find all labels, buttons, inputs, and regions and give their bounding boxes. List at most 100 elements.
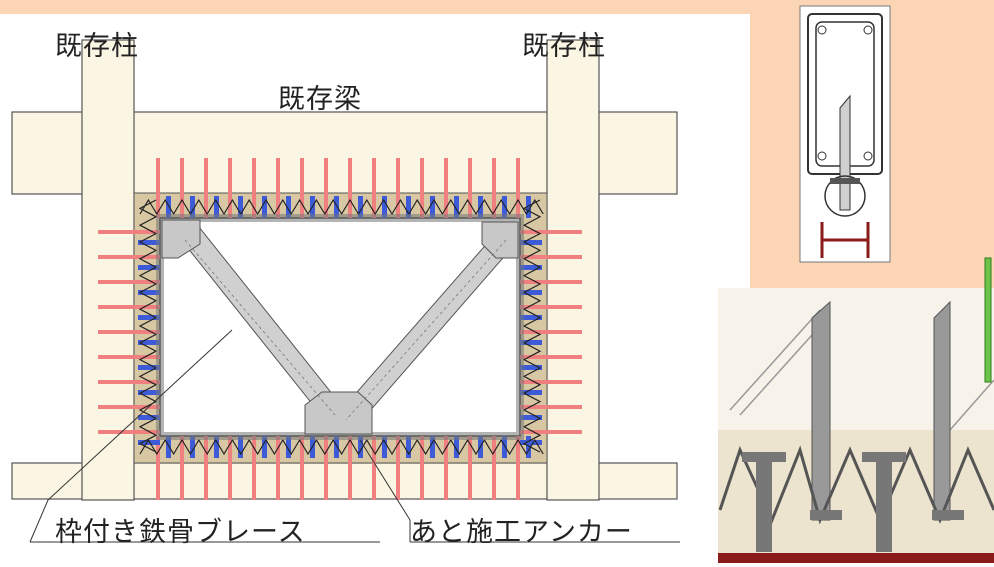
- inset-anchor-2: [933, 300, 951, 521]
- background-band-top: [0, 0, 750, 14]
- gusset-top-left: [161, 219, 201, 259]
- anchor-bottom: [276, 436, 280, 500]
- rebar-top-right: [863, 25, 873, 35]
- anchor-bottom: [324, 436, 328, 500]
- inset-brace-line-a: [729, 309, 821, 411]
- anchor-left: [98, 230, 160, 234]
- stud-right: [520, 365, 542, 370]
- stud-right: [520, 440, 542, 445]
- stud-top: [406, 196, 411, 218]
- stud-right: [520, 265, 542, 270]
- anchor-left: [98, 355, 160, 359]
- stud-bottom: [382, 436, 387, 458]
- gusset-bottom-center: [304, 391, 373, 435]
- stud-right: [520, 340, 542, 345]
- rebar-bottom-left: [817, 151, 827, 161]
- anchor-bottom: [180, 436, 184, 500]
- stud-bottom: [430, 436, 435, 458]
- anchor-bottom: [252, 436, 256, 500]
- stud-top: [526, 196, 531, 218]
- anchor-bar: [839, 94, 851, 211]
- anchor-top: [180, 158, 184, 218]
- anchor-bottom: [204, 436, 208, 500]
- stud-left: [138, 265, 160, 270]
- stud-top: [502, 196, 507, 218]
- stud-bottom: [406, 436, 411, 458]
- anchor-left: [98, 330, 160, 334]
- brace-centerline-right: [345, 239, 507, 421]
- anchor-top: [228, 158, 232, 218]
- anchor-left: [98, 305, 160, 309]
- anchor-bottom: [156, 436, 160, 500]
- anchor-right: [520, 380, 582, 384]
- stud-top: [382, 196, 387, 218]
- inset-stud-1-head: [742, 452, 786, 462]
- anchor-top: [276, 158, 280, 218]
- stud-top: [454, 196, 459, 218]
- label-existing-column-left: 既存柱: [55, 31, 139, 62]
- anchor-top: [372, 158, 376, 218]
- anchor-right: [520, 330, 582, 334]
- anchor-right: [520, 280, 582, 284]
- anchor-right: [520, 430, 582, 434]
- stud-right: [520, 290, 542, 295]
- stud-top: [214, 196, 219, 218]
- existing-frame: [11, 39, 678, 501]
- inset-steel-plate: [718, 553, 994, 563]
- stud-right: [520, 390, 542, 395]
- stud-bottom: [190, 436, 195, 458]
- anchor-top: [516, 158, 520, 218]
- spiral-section: [824, 175, 866, 217]
- stud-bottom: [334, 436, 339, 458]
- stud-top: [262, 196, 267, 218]
- anchor-top: [468, 158, 472, 218]
- stud-bottom: [166, 436, 171, 458]
- anchor-top: [492, 158, 496, 218]
- anchor-right: [520, 305, 582, 309]
- existing-column-right: [546, 39, 600, 501]
- stud-bottom: [358, 436, 363, 458]
- anchor-top: [300, 158, 304, 218]
- label-post-install-anchor: あと施工アンカー: [410, 517, 633, 548]
- anchor-top: [252, 158, 256, 218]
- anchor-right: [520, 355, 582, 359]
- inset-stud-1-shaft: [756, 462, 772, 552]
- inset-stud-2-shaft: [876, 462, 892, 552]
- leader-line-brace: [29, 329, 233, 543]
- anchor-left: [98, 430, 160, 434]
- label-existing-beam: 既存梁: [278, 84, 362, 115]
- rebar-top-left: [817, 25, 827, 35]
- stud-bottom: [526, 436, 531, 458]
- stud-left: [138, 440, 160, 445]
- inset-stud-4-head: [932, 510, 964, 520]
- inset-stud-2-head: [862, 452, 906, 462]
- inset-studs: [742, 452, 964, 552]
- stud-left: [138, 240, 160, 245]
- leader-line-anchor: [359, 439, 411, 542]
- stud-bottom: [214, 436, 219, 458]
- stud-top: [238, 196, 243, 218]
- anchor-bottom: [420, 436, 424, 500]
- anchor-bottom: [444, 436, 448, 500]
- anchor-top: [396, 158, 400, 218]
- stud-right: [520, 415, 542, 420]
- anchor-right: [520, 255, 582, 259]
- existing-column-left: [81, 39, 135, 501]
- anchor-top: [324, 158, 328, 218]
- anchor-bottom: [516, 436, 520, 500]
- spiral-bottom: [139, 438, 544, 456]
- label-steel-brace: 枠付き鉄骨ブレース: [55, 517, 306, 548]
- green-marker: [984, 257, 992, 383]
- anchor-bottom: [348, 436, 352, 500]
- post-install-anchors: [98, 158, 582, 500]
- stud-head: [830, 178, 860, 184]
- stud-left: [138, 290, 160, 295]
- inset-brace-line-c: [949, 379, 994, 431]
- stud-top: [358, 196, 363, 218]
- anchor-bottom: [300, 436, 304, 500]
- anchor-left: [98, 280, 160, 284]
- steel-frame: [156, 214, 524, 440]
- anchor-bottom: [372, 436, 376, 500]
